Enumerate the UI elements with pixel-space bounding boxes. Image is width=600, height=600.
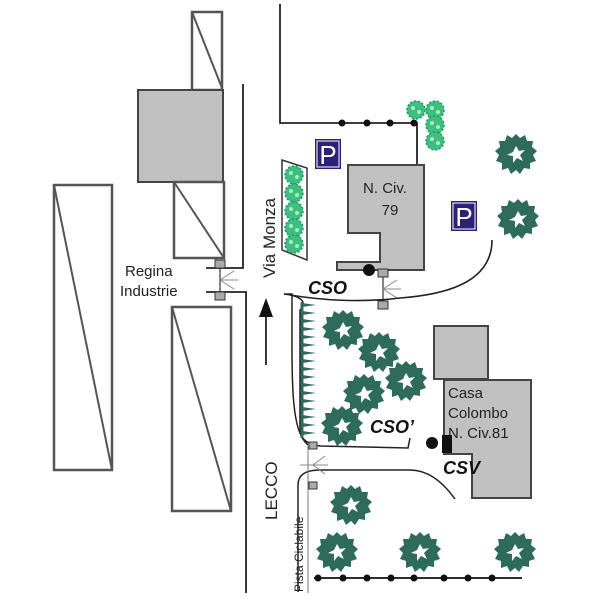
access-road-curve: [289, 239, 493, 302]
csv-label: CSV: [443, 458, 482, 478]
fence-post: [339, 574, 347, 582]
direction-label-lecco: LECCO: [262, 461, 281, 520]
csv-valve-icon: [442, 435, 452, 453]
direction-arrow: [259, 298, 273, 365]
shrub-icon: [425, 115, 445, 135]
hedge-tooth: [302, 319, 316, 323]
fence-post: [314, 574, 322, 582]
casa-colombo-label-1: Casa: [448, 385, 484, 402]
hedge-tooth: [302, 303, 316, 307]
fence-post: [363, 574, 371, 582]
fence-post: [387, 574, 395, 582]
tree-icon: [358, 332, 400, 372]
building-diagonal: [53, 184, 113, 471]
tree-icon: [321, 406, 363, 446]
building-casa-colombo: [443, 379, 532, 499]
gate-post: [308, 481, 318, 490]
tree-icon: [322, 310, 364, 350]
fence-post: [464, 574, 472, 582]
shrubs-island: [284, 165, 304, 254]
gate-icon: [214, 259, 239, 301]
tree-icon: [497, 199, 539, 239]
building-annex: [433, 325, 489, 380]
fence-post: [338, 119, 346, 127]
building-diagonal: [191, 11, 223, 89]
building-diagonal: [173, 181, 225, 259]
fence-top: [338, 119, 418, 127]
fence-post: [386, 119, 394, 127]
hedge-tooth: [302, 367, 316, 371]
parking-label: P: [319, 140, 336, 170]
tree-icon: [495, 134, 537, 174]
shrub-icon: [425, 131, 445, 151]
fence-post: [488, 574, 496, 582]
parking-sign-2: P: [450, 200, 478, 232]
street-label-via-monza: Via Monza: [260, 197, 279, 278]
shrub-icon: [284, 183, 304, 203]
discharge-point-icon: [363, 264, 375, 276]
tree-icon: [494, 532, 536, 572]
hedge-tooth: [302, 383, 316, 387]
casa-colombo-label-3: N. Civ.81: [448, 425, 509, 442]
regina-label-2: Industrie: [120, 283, 178, 300]
hedge-comb: [300, 302, 316, 438]
tree-icon: [330, 485, 372, 525]
casa-colombo-label-2: Colombo: [448, 405, 508, 422]
hedge-tooth: [302, 399, 316, 403]
hedge-tooth: [302, 407, 316, 411]
gate-icon: [377, 268, 402, 310]
tree-icon: [316, 532, 358, 572]
hedge-tooth: [302, 335, 316, 339]
building-79-label: N. Civ.: [363, 180, 407, 197]
building-79-number: 79: [382, 202, 399, 219]
shrub-icon: [284, 218, 304, 238]
tree-icon: [343, 374, 385, 414]
fence-post: [410, 119, 418, 127]
building-diagonal: [171, 306, 232, 512]
road-edge: [279, 4, 418, 174]
fence-bottom-posts: [314, 574, 496, 582]
hedge-tooth: [302, 359, 316, 363]
left-buildings: [52, 10, 233, 513]
shrub-icon: [284, 201, 304, 221]
hedge-tooth: [302, 391, 316, 395]
tree-icon: [385, 361, 427, 401]
building-civ-79: [336, 164, 425, 271]
hedge-tooth: [302, 311, 316, 315]
hedge-tooth: [302, 423, 316, 427]
shrub-icon: [406, 100, 426, 120]
hedge-tooth: [302, 343, 316, 347]
regina-label-1: Regina: [125, 263, 173, 280]
lower-road: [297, 469, 456, 592]
fence-post: [440, 574, 448, 582]
arrow-up-icon: [259, 298, 273, 317]
discharge-point-icon: [426, 437, 438, 449]
building-gray: [137, 89, 224, 183]
shrub-icon: [284, 234, 304, 254]
hedge-tooth: [302, 351, 316, 355]
parking-label: P: [455, 202, 472, 232]
bike-path-label: Pista Ciclabile: [292, 516, 306, 592]
cso-prime-label: CSO’: [370, 417, 415, 437]
hedge-tooth: [302, 431, 316, 435]
hedge-tooth: [302, 415, 316, 419]
hedge-tooth: [302, 375, 316, 379]
fence-post: [410, 574, 418, 582]
fence-post: [363, 119, 371, 127]
parking-sign-1: P: [314, 138, 342, 170]
tree-icon: [399, 532, 441, 572]
hedge-tooth: [302, 327, 316, 331]
gate-post: [308, 441, 318, 450]
shrub-icon: [284, 165, 304, 185]
cso-label: CSO: [308, 278, 347, 298]
